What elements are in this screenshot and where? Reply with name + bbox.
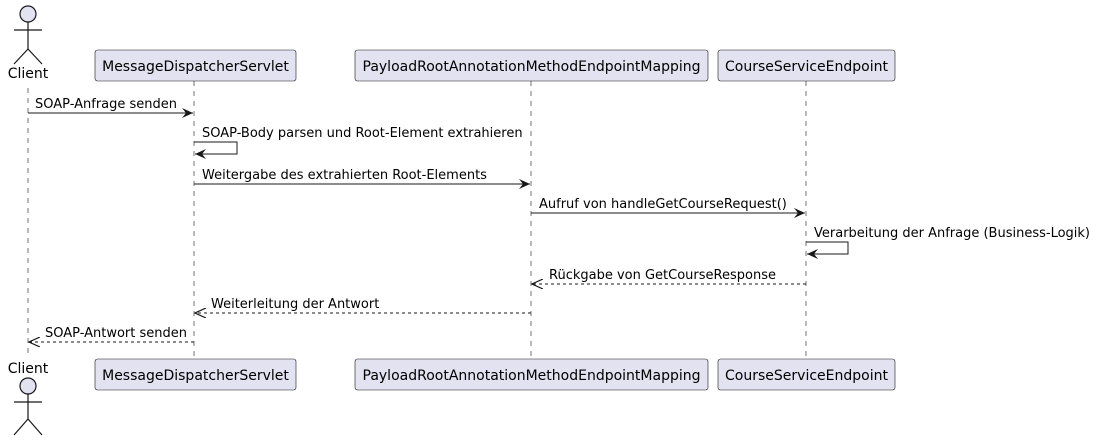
message-8: SOAP-Antwort senden bbox=[29, 326, 194, 342]
message-label: Weitergabe des extrahierten Root-Element… bbox=[202, 168, 487, 183]
actor-icon bbox=[13, 377, 43, 436]
message-label: SOAP-Antwort senden bbox=[45, 326, 187, 341]
actor-label: Client bbox=[8, 361, 49, 377]
participant-label: CourseServiceEndpoint bbox=[725, 368, 888, 384]
message-5: Verarbeitung der Anfrage (Business-Logik… bbox=[806, 226, 1090, 259]
message-label: Rückgabe von GetCourseResponse bbox=[549, 268, 776, 283]
actor-icon bbox=[13, 5, 43, 65]
participant-dispatcher-top: MessageDispatcherServlet bbox=[94, 49, 297, 82]
message-7: Weiterleitung der Antwort bbox=[195, 297, 531, 313]
participant-label: PayloadRootAnnotationMethodEndpointMappi… bbox=[363, 368, 701, 384]
message-1: SOAP-Anfrage senden bbox=[28, 97, 193, 118]
message-label: SOAP-Anfrage senden bbox=[35, 97, 177, 112]
message-label: Verarbeitung der Anfrage (Business-Logik… bbox=[814, 226, 1090, 241]
message-2: SOAP-Body parsen und Root-Element extrah… bbox=[194, 126, 523, 159]
actor-client-top: Client bbox=[8, 5, 49, 82]
participant-dispatcher-bottom: MessageDispatcherServlet bbox=[94, 358, 297, 391]
message-6: Rückgabe von GetCourseResponse bbox=[532, 268, 806, 284]
participant-endpoint-bottom: CourseServiceEndpoint bbox=[717, 358, 896, 391]
message-label: Aufruf von handleGetCourseRequest() bbox=[539, 197, 787, 212]
participant-mapping-top: PayloadRootAnnotationMethodEndpointMappi… bbox=[354, 49, 709, 82]
participant-endpoint-top: CourseServiceEndpoint bbox=[717, 49, 896, 82]
message-label: SOAP-Body parsen und Root-Element extrah… bbox=[202, 126, 523, 141]
participant-label: MessageDispatcherServlet bbox=[102, 368, 289, 384]
message-label: Weiterleitung der Antwort bbox=[211, 297, 379, 312]
message-3: Weitergabe des extrahierten Root-Element… bbox=[194, 168, 530, 189]
participant-label: CourseServiceEndpoint bbox=[725, 59, 888, 75]
participant-label: PayloadRootAnnotationMethodEndpointMappi… bbox=[363, 59, 701, 75]
participant-mapping-bottom: PayloadRootAnnotationMethodEndpointMappi… bbox=[354, 358, 709, 391]
actor-client-bottom: Client bbox=[8, 361, 49, 436]
actor-label: Client bbox=[8, 66, 49, 82]
message-4: Aufruf von handleGetCourseRequest() bbox=[531, 197, 805, 218]
participant-label: MessageDispatcherServlet bbox=[102, 59, 289, 75]
